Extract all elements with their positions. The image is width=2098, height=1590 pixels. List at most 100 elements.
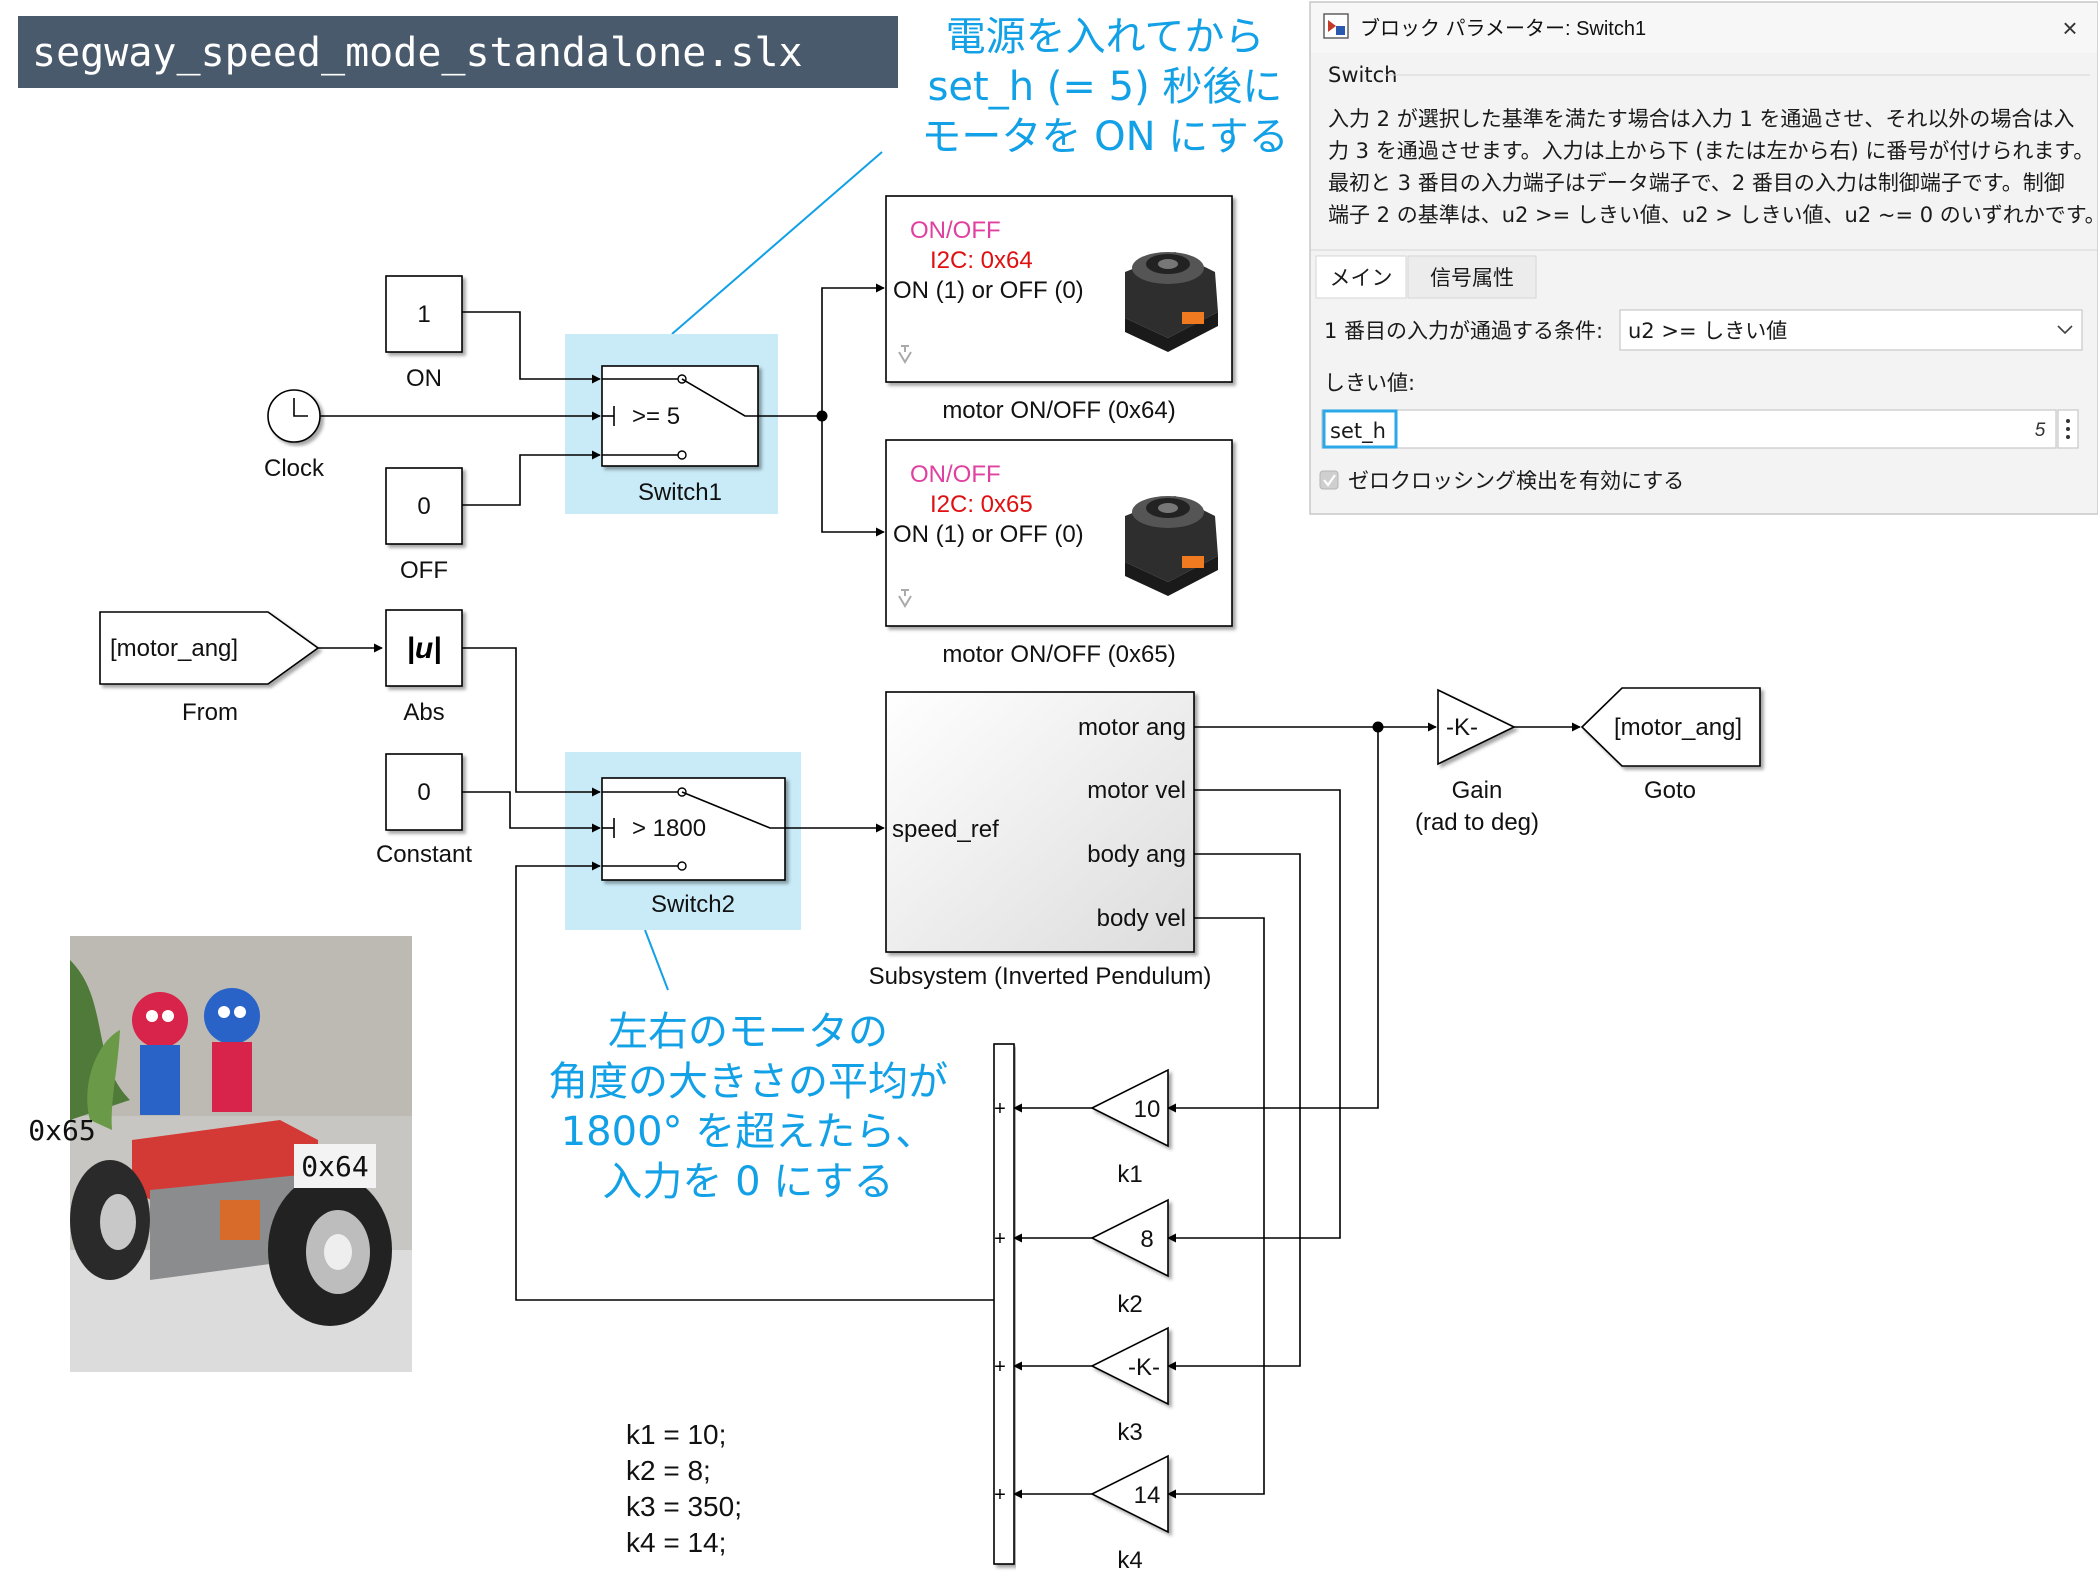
- file-name-tag: segway_speed_mode_standalone.slx: [18, 16, 898, 88]
- tab-signal-attributes[interactable]: 信号属性: [1407, 255, 1537, 299]
- motor65-i2c-address: I2C: 0x65: [930, 491, 1033, 518]
- switch2-condition: > 1800: [632, 815, 706, 842]
- criteria-select[interactable]: u2 >= しきい値: [1619, 309, 2083, 351]
- k1-label: k1: [1117, 1161, 1142, 1188]
- subsystem-inverted-pendulum-block[interactable]: speed_ref motor ang motor vel body ang b…: [869, 691, 1212, 990]
- criteria-select-value: u2 >= しきい値: [1628, 319, 1787, 343]
- sum-block[interactable]: + + + +: [993, 1043, 1015, 1565]
- constant-value: 0: [417, 779, 430, 806]
- gain-block[interactable]: -K- Gain (rad to deg): [1415, 688, 1539, 836]
- abs-block[interactable]: |u| Abs: [385, 609, 463, 726]
- goto-label: Goto: [1644, 777, 1696, 804]
- annotation-middle: 左右のモータの 角度の大きさの平均が 1800° を超えたら、 入力を 0 にす…: [548, 1009, 948, 1205]
- switch2-block[interactable]: > 1800 Switch2: [601, 777, 786, 918]
- constant-off-value: 0: [417, 493, 430, 520]
- annotation-top: 電源を入れてから set_h (= 5) 秒後に モータを ON にする: [921, 14, 1288, 160]
- switch1-condition: >= 5: [632, 403, 680, 430]
- constant-off-label: OFF: [400, 557, 448, 584]
- param-k4: k4 = 14;: [626, 1527, 726, 1558]
- k3-value: -K-: [1128, 1354, 1160, 1381]
- clock-label: Clock: [264, 455, 325, 482]
- switch1-label: Switch1: [638, 479, 722, 506]
- dialog-desc-line1: 入力 2 が選択した基準を満たす場合は入力 1 を通過させ、それ以外の場合は入: [1328, 107, 2074, 131]
- dialog-desc-line3: 最初と 3 番目の入力端子はデータ端子で、2 番目の入力は制御端子です。制御: [1328, 171, 2065, 195]
- more-options-icon[interactable]: [2057, 409, 2079, 449]
- annotation-top-leader: [671, 151, 883, 335]
- chevron-down-icon: [2057, 325, 2073, 335]
- k4-label: k4: [1117, 1547, 1142, 1574]
- constant-block[interactable]: 0 Constant: [376, 753, 472, 868]
- annotation-top-line2: set_h (= 5) 秒後に: [928, 64, 1283, 110]
- annotation-top-line1: 電源を入れてから: [946, 14, 1265, 60]
- goto-tag: [motor_ang]: [1614, 714, 1742, 741]
- annotation-mid-leader: [644, 929, 669, 991]
- goto-block[interactable]: [motor_ang] Goto: [1580, 687, 1761, 804]
- from-label: From: [182, 699, 238, 726]
- tab-main-label: メイン: [1330, 266, 1393, 290]
- param-k3: k3 = 350;: [626, 1491, 742, 1522]
- motor65-onoff-title: ON/OFF: [910, 461, 1001, 488]
- gain-k3-block[interactable]: -K- k3: [1090, 1326, 1169, 1446]
- threshold-evaluated-value: 5: [2035, 420, 2046, 441]
- constant-off-block[interactable]: 0 OFF: [385, 467, 463, 584]
- arrow-down-icon: [898, 345, 912, 364]
- subsystem-output-body-ang: body ang: [1087, 841, 1186, 868]
- annotation-mid-line3: 1800° を超えたら、: [561, 1109, 936, 1155]
- zero-crossing-label: ゼロクロッシング検出を有効にする: [1348, 469, 1684, 493]
- sum-sign-3: +: [994, 1356, 1006, 1378]
- threshold-input[interactable]: set_h 5: [1321, 409, 2057, 449]
- constant-on-label: ON: [406, 365, 442, 392]
- constant-on-block[interactable]: 1 ON: [385, 275, 463, 392]
- annotation-mid-line4: 入力を 0 にする: [602, 1159, 893, 1205]
- tab-main[interactable]: メイン: [1315, 255, 1407, 299]
- dialog-title: ブロック パラメーター: Switch1: [1360, 16, 1646, 40]
- gain-k4-block[interactable]: 14 k4: [1090, 1454, 1169, 1574]
- block-parameters-dialog: ブロック パラメーター: Switch1 × Switch 入力 2 が選択した…: [1309, 1, 2098, 515]
- motor64-label: motor ON/OFF (0x64): [942, 397, 1175, 424]
- zero-crossing-checkbox[interactable]: ゼロクロッシング検出を有効にする: [1319, 469, 1684, 493]
- motor-onoff-0x65-block[interactable]: ON/OFF I2C: 0x65 ON (1) or OFF (0) motor…: [885, 439, 1233, 668]
- motor-icon: [1125, 496, 1218, 596]
- from-block[interactable]: [motor_ang] From: [99, 611, 320, 726]
- photo-label-0x65: 0x65: [28, 1114, 95, 1147]
- sum-sign-4: +: [994, 1484, 1006, 1506]
- switch1-block[interactable]: >= 5 Switch1: [601, 365, 759, 506]
- checkmark-icon: [1323, 474, 1336, 487]
- abs-symbol: |u|: [406, 632, 441, 665]
- dialog-title-bar: ブロック パラメーター: Switch1 ×: [1311, 3, 2097, 53]
- k2-label: k2: [1117, 1291, 1142, 1318]
- file-name-text: segway_speed_mode_standalone.slx: [32, 30, 803, 76]
- subsystem-label: Subsystem (Inverted Pendulum): [869, 963, 1212, 990]
- subsystem-output-body-vel: body vel: [1097, 905, 1186, 932]
- from-tag: [motor_ang]: [110, 635, 238, 662]
- signal-lines: [318, 283, 1581, 1499]
- annotation-mid-line1: 左右のモータの: [608, 1009, 888, 1055]
- constant-on-value: 1: [417, 301, 430, 328]
- gain-label-unit: (rad to deg): [1415, 809, 1539, 836]
- param-k1: k1 = 10;: [626, 1419, 726, 1450]
- gain-k1-block[interactable]: 10 k1: [1090, 1068, 1169, 1188]
- close-icon[interactable]: ×: [2062, 13, 2077, 43]
- gain-label: Gain: [1452, 777, 1503, 804]
- clock-block[interactable]: Clock: [264, 389, 325, 482]
- sum-sign-2: +: [994, 1228, 1006, 1250]
- robot-photo: [70, 936, 412, 1372]
- sum-sign-1: +: [994, 1098, 1006, 1120]
- motor-onoff-0x64-block[interactable]: ON/OFF I2C: 0x64 ON (1) or OFF (0) motor…: [885, 195, 1233, 424]
- k4-value: 14: [1134, 1482, 1161, 1509]
- motor64-onoff-title: ON/OFF: [910, 217, 1001, 244]
- subsystem-input-speed-ref: speed_ref: [892, 816, 999, 843]
- threshold-label: しきい値:: [1324, 371, 1415, 395]
- subsystem-output-motor-ang: motor ang: [1078, 714, 1186, 741]
- k3-label: k3: [1117, 1419, 1142, 1446]
- tab-signal-attributes-label: 信号属性: [1430, 266, 1514, 290]
- motor64-i2c-address: I2C: 0x64: [930, 247, 1033, 274]
- gain-value: -K-: [1446, 714, 1478, 741]
- annotation-mid-line2: 角度の大きさの平均が: [548, 1059, 948, 1105]
- gain-k2-block[interactable]: 8 k2: [1090, 1198, 1169, 1318]
- dialog-desc-line2: 力 3 を通過させます。入力は上から下 (または左から右) に番号が付けられます…: [1328, 139, 2094, 163]
- abs-label: Abs: [403, 699, 444, 726]
- motor65-port-label: ON (1) or OFF (0): [893, 521, 1084, 548]
- threshold-input-value: set_h: [1330, 419, 1386, 444]
